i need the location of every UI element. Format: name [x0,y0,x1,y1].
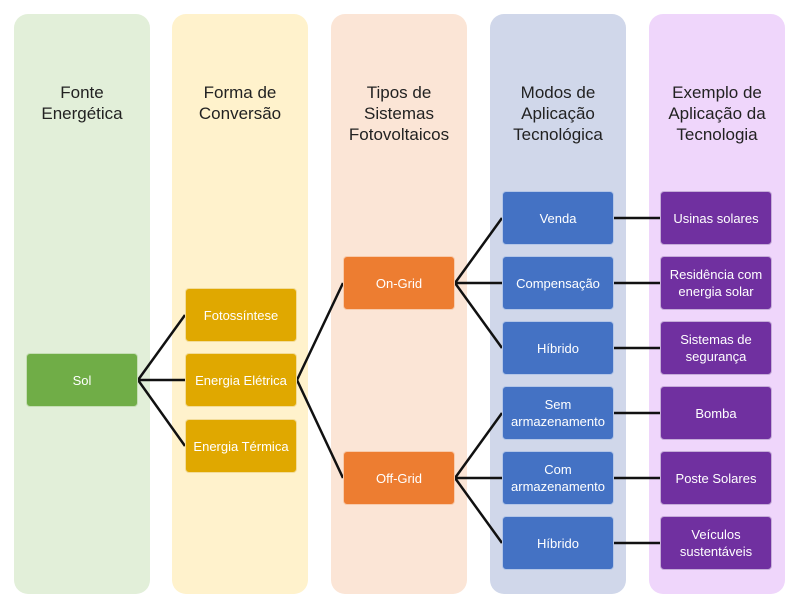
column-title: Exemplo de Aplicação da Tecnologia [668,83,766,144]
column-title: Forma de Conversão [198,83,282,123]
node-compensacao: Compensação [502,256,614,310]
node-off-grid: Off-Grid [343,451,455,505]
node-hibrido-on-grid: Híbrido [502,321,614,375]
node-hibrido-off-grid: Híbrido [502,516,614,570]
node-com-armazenamento: Com armazenamento [502,451,614,505]
node-energia-eletrica: Energia Elétrica [185,353,297,407]
node-energia-termica: Energia Térmica [185,419,297,473]
node-usinas-solares: Usinas solares [660,191,772,245]
node-on-grid: On-Grid [343,256,455,310]
node-sistemas-seguranca: Sistemas de segurança [660,321,772,375]
node-veiculos: Veículos sustentáveis [660,516,772,570]
node-sem-armazenamento: Sem armazenamento [502,386,614,440]
node-venda: Venda [502,191,614,245]
column-title: Fonte Energética [41,83,123,123]
column-title: Modos de Aplicação Tecnológica [513,83,603,144]
node-residencia: Residência com energia solar [660,256,772,310]
node-bomba: Bomba [660,386,772,440]
column-title: Tipos de Sistemas Fotovoltaicos [348,83,450,144]
column-fonte-energetica: Fonte Energética [14,14,150,594]
node-sol: Sol [26,353,138,407]
node-fotossintese: Fotossíntese [185,288,297,342]
node-poste-solares: Poste Solares [660,451,772,505]
